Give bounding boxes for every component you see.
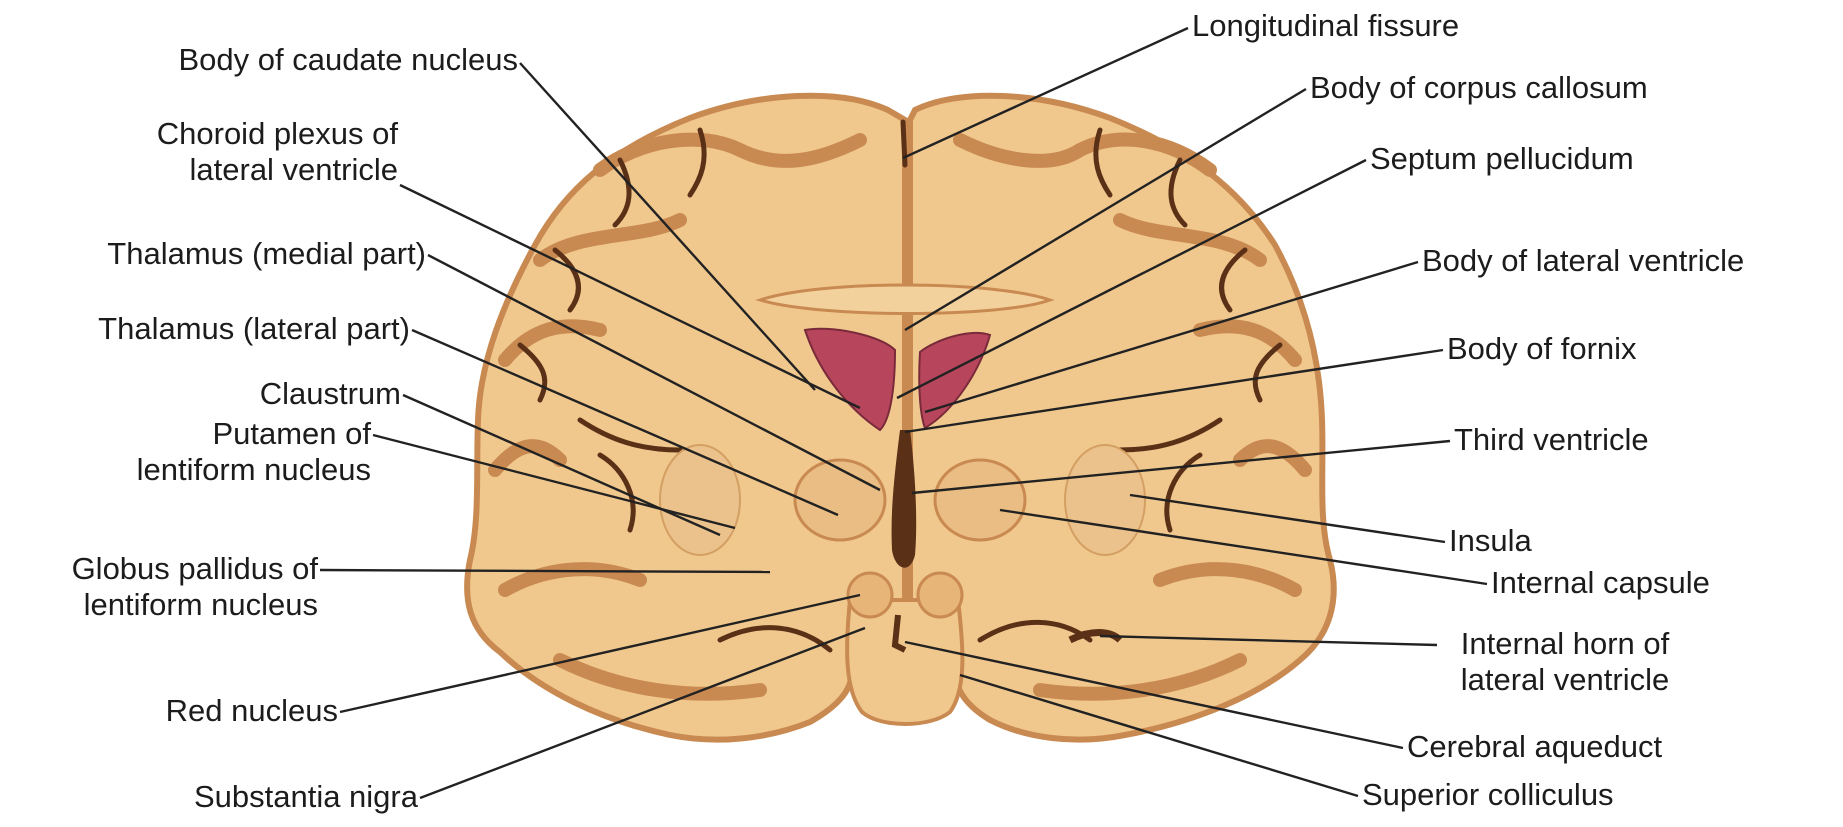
label-longitudinal-fissure: Longitudinal fissure — [1192, 8, 1459, 44]
label-internal-capsule: Internal capsule — [1491, 565, 1710, 601]
brainstem — [847, 600, 962, 724]
label-thalamus-lateral: Thalamus (lateral part) — [10, 311, 410, 347]
label-putamen: Putamen of lentiform nucleus — [60, 416, 371, 488]
label-corpus-callosum: Body of corpus callosum — [1310, 70, 1648, 106]
label-insula: Insula — [1449, 523, 1532, 559]
label-claustrum: Claustrum — [180, 376, 401, 412]
label-choroid-plexus: Choroid plexus of lateral ventricle — [40, 116, 398, 188]
label-third-ventricle: Third ventricle — [1454, 422, 1649, 458]
label-inferior-horn: Internal horn of lateral ventricle — [1420, 626, 1710, 698]
right-hemisphere — [910, 96, 1334, 740]
label-red-nucleus: Red nucleus — [100, 693, 338, 729]
label-septum-pellucidum: Septum pellucidum — [1370, 141, 1634, 177]
label-superior-colliculus: Superior colliculus — [1362, 777, 1614, 813]
label-fornix: Body of fornix — [1447, 331, 1607, 367]
label-thalamus-medial: Thalamus (medial part) — [20, 236, 426, 272]
label-body-caudate: Body of caudate nucleus — [40, 42, 518, 78]
label-lateral-ventricle-body: Body of lateral ventricle — [1422, 243, 1744, 279]
left-hemisphere — [467, 96, 905, 740]
label-globus-pallidus: Globus pallidus of lentiform nucleus — [10, 551, 318, 623]
label-substantia-nigra: Substantia nigra — [100, 779, 418, 815]
label-cerebral-aqueduct: Cerebral aqueduct — [1407, 729, 1662, 765]
brain-section — [467, 96, 1334, 740]
